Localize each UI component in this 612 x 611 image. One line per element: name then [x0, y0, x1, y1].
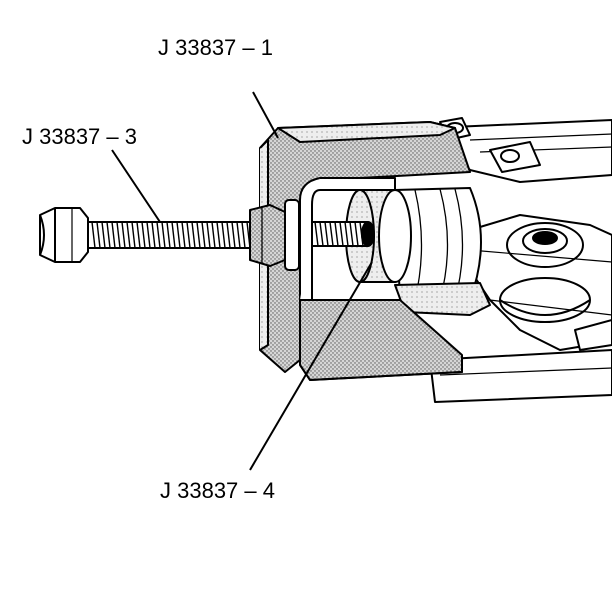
thread-line	[161, 221, 166, 249]
thread-line	[206, 221, 211, 249]
thread-line	[176, 221, 181, 249]
thread-line	[324, 221, 329, 247]
thread-line	[216, 221, 221, 249]
leader-j33837-1	[252, 91, 279, 139]
thread-line	[221, 221, 226, 249]
thread-line	[121, 221, 126, 249]
thread-line	[141, 221, 146, 249]
thread-line	[339, 221, 344, 247]
forcing-bolt-j33837-3	[39, 199, 375, 271]
thread-line	[349, 221, 354, 247]
thread-line	[354, 221, 359, 247]
thread-line	[196, 221, 201, 249]
leader-j33837-3	[111, 149, 161, 223]
thread-line	[226, 221, 231, 249]
thread-line	[146, 221, 151, 249]
thread-line	[231, 221, 236, 249]
label-j33837-4: J 33837 – 4	[160, 478, 275, 503]
thread-line	[236, 221, 241, 249]
thread-line	[131, 221, 136, 249]
thread-line	[191, 221, 196, 249]
thread-line	[344, 221, 349, 247]
thread-line	[91, 221, 96, 249]
label-j33837-1: J 33837 – 1	[158, 35, 273, 60]
thread-line	[126, 221, 131, 249]
thread-line	[106, 221, 111, 249]
thread-line	[96, 221, 101, 249]
thread-line	[314, 221, 319, 247]
label-j33837-3: J 33837 – 3	[22, 124, 137, 149]
bushing-sleeve	[394, 187, 491, 316]
thread-line	[201, 221, 206, 249]
leader-j33837-4	[249, 261, 373, 471]
thread-line	[171, 221, 176, 249]
leader-lines	[111, 91, 373, 471]
thread-line	[166, 221, 171, 249]
thread-line	[211, 221, 216, 249]
thread-line	[334, 221, 339, 247]
thread-line	[319, 221, 324, 247]
bracket-j33837-1	[259, 121, 471, 381]
receiver-cup-j33837-4	[345, 189, 412, 283]
control-arm-structure	[429, 117, 612, 403]
thread-line	[111, 221, 116, 249]
thread-line	[186, 221, 191, 249]
thread-line	[181, 221, 186, 249]
thread-line	[151, 221, 156, 249]
thread-line	[101, 221, 106, 249]
thread-line	[116, 221, 121, 249]
thread-line	[156, 221, 161, 249]
thread-line	[241, 221, 246, 249]
thread-line	[329, 221, 334, 247]
thread-line	[136, 221, 141, 249]
